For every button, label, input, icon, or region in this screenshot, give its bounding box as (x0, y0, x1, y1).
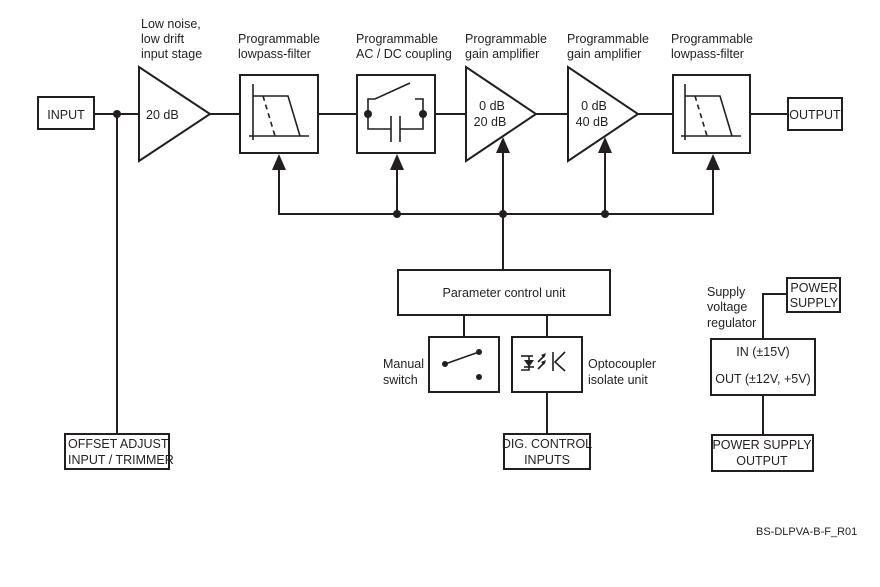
power-supply-output-block: POWER SUPPLY OUTPUT (711, 434, 814, 472)
filter1-caption-2: lowpass-filter (238, 47, 311, 61)
amp1-caption-2: gain amplifier (465, 47, 539, 61)
amp2-gain-1: 0 dB (581, 99, 607, 113)
optocoupler-caption-1: Optocoupler (588, 357, 656, 371)
manual-switch-caption-2: switch (383, 373, 418, 387)
regulator-caption-2: voltage (707, 300, 747, 314)
bus-junction (393, 210, 401, 218)
amp1-caption-1: Programmable (465, 32, 547, 46)
optocoupler-icon (521, 351, 566, 372)
coupling-caption-2: AC / DC coupling (356, 47, 452, 61)
output-label: OUTPUT (789, 108, 841, 122)
voltage-regulator-block: IN (±15V) OUT (±12V, +5V) (710, 338, 816, 396)
filter2-caption-1: Programmable (671, 32, 753, 46)
filter2-caption-2: lowpass-filter (671, 47, 744, 61)
regulator-caption-1: Supply (707, 285, 746, 299)
reference-code: BS-DLPVA-B-F_R01 (756, 526, 857, 538)
arrow-up-icon (706, 154, 720, 170)
input-label: INPUT (47, 108, 85, 122)
manual-switch-block (428, 336, 500, 393)
lowpass-filter-1 (239, 74, 319, 154)
amp2-gain-2: 40 dB (576, 115, 609, 129)
regulator-in: IN (±15V) (736, 345, 789, 359)
lowpass-filter-icon (681, 84, 741, 140)
manual-switch-caption-1: Manual (383, 357, 424, 371)
coupling-caption-1: Programmable (356, 32, 438, 46)
bus-junction (601, 210, 609, 218)
gain-amplifier-2: 0 dB 40 dB (567, 65, 640, 163)
switch-capacitor-icon (364, 82, 427, 142)
arrow-up-icon (272, 154, 286, 170)
arrow-up-icon (496, 137, 510, 153)
optocoupler-block (511, 336, 583, 393)
arrow-up-icon (598, 137, 612, 153)
optocoupler-caption-2: isolate unit (588, 373, 648, 387)
parameter-control-label: Parameter control unit (443, 286, 567, 300)
input-stage-caption-3: input stage (141, 47, 202, 61)
offset-adjust-line-1: OFFSET ADJUST (68, 437, 169, 451)
gain-amplifier-1: 0 dB 20 dB (465, 65, 538, 163)
input-block: INPUT (37, 96, 95, 130)
dig-inputs-line-2: INPUTS (524, 453, 570, 467)
acdc-coupling-block (356, 74, 436, 154)
arrow-up-icon (390, 154, 404, 170)
power-supply-line-2: SUPPLY (790, 296, 839, 310)
psu-output-line-2: OUTPUT (736, 454, 788, 468)
dig-inputs-line-1: DIG. CONTROL (502, 437, 592, 451)
filter1-caption-1: Programmable (238, 32, 320, 46)
regulator-caption-3: regulator (707, 316, 756, 330)
input-stage-amplifier: 20 dB (138, 65, 212, 163)
bus-junction (499, 210, 507, 218)
amp2-caption-1: Programmable (567, 32, 649, 46)
lowpass-filter-2 (672, 74, 751, 154)
offset-adjust-line-2: INPUT / TRIMMER (68, 453, 174, 467)
offset-adjust-block: OFFSET ADJUST INPUT / TRIMMER (64, 433, 174, 470)
lowpass-filter-icon (249, 84, 309, 140)
power-supply-line-1: POWER (790, 281, 837, 295)
amp2-caption-2: gain amplifier (567, 47, 641, 61)
psu-output-line-1: POWER SUPPLY (712, 438, 812, 452)
power-supply-block: POWER SUPPLY (786, 277, 841, 313)
control-bus (278, 168, 714, 215)
amp1-gain-1: 0 dB (479, 99, 505, 113)
amp1-gain-2: 20 dB (474, 115, 507, 129)
input-stage-caption-2: low drift (141, 32, 185, 46)
input-stage-gain: 20 dB (146, 108, 179, 122)
switch-icon (442, 349, 482, 380)
dig-control-inputs-block: DIG. CONTROL INPUTS (502, 433, 592, 470)
input-stage-caption-1: Low noise, (141, 17, 201, 31)
parameter-control-unit: Parameter control unit (397, 269, 611, 316)
regulator-out: OUT (±12V, +5V) (715, 372, 810, 386)
output-block: OUTPUT (787, 97, 843, 131)
wire-supply-to-regulator (762, 293, 787, 339)
